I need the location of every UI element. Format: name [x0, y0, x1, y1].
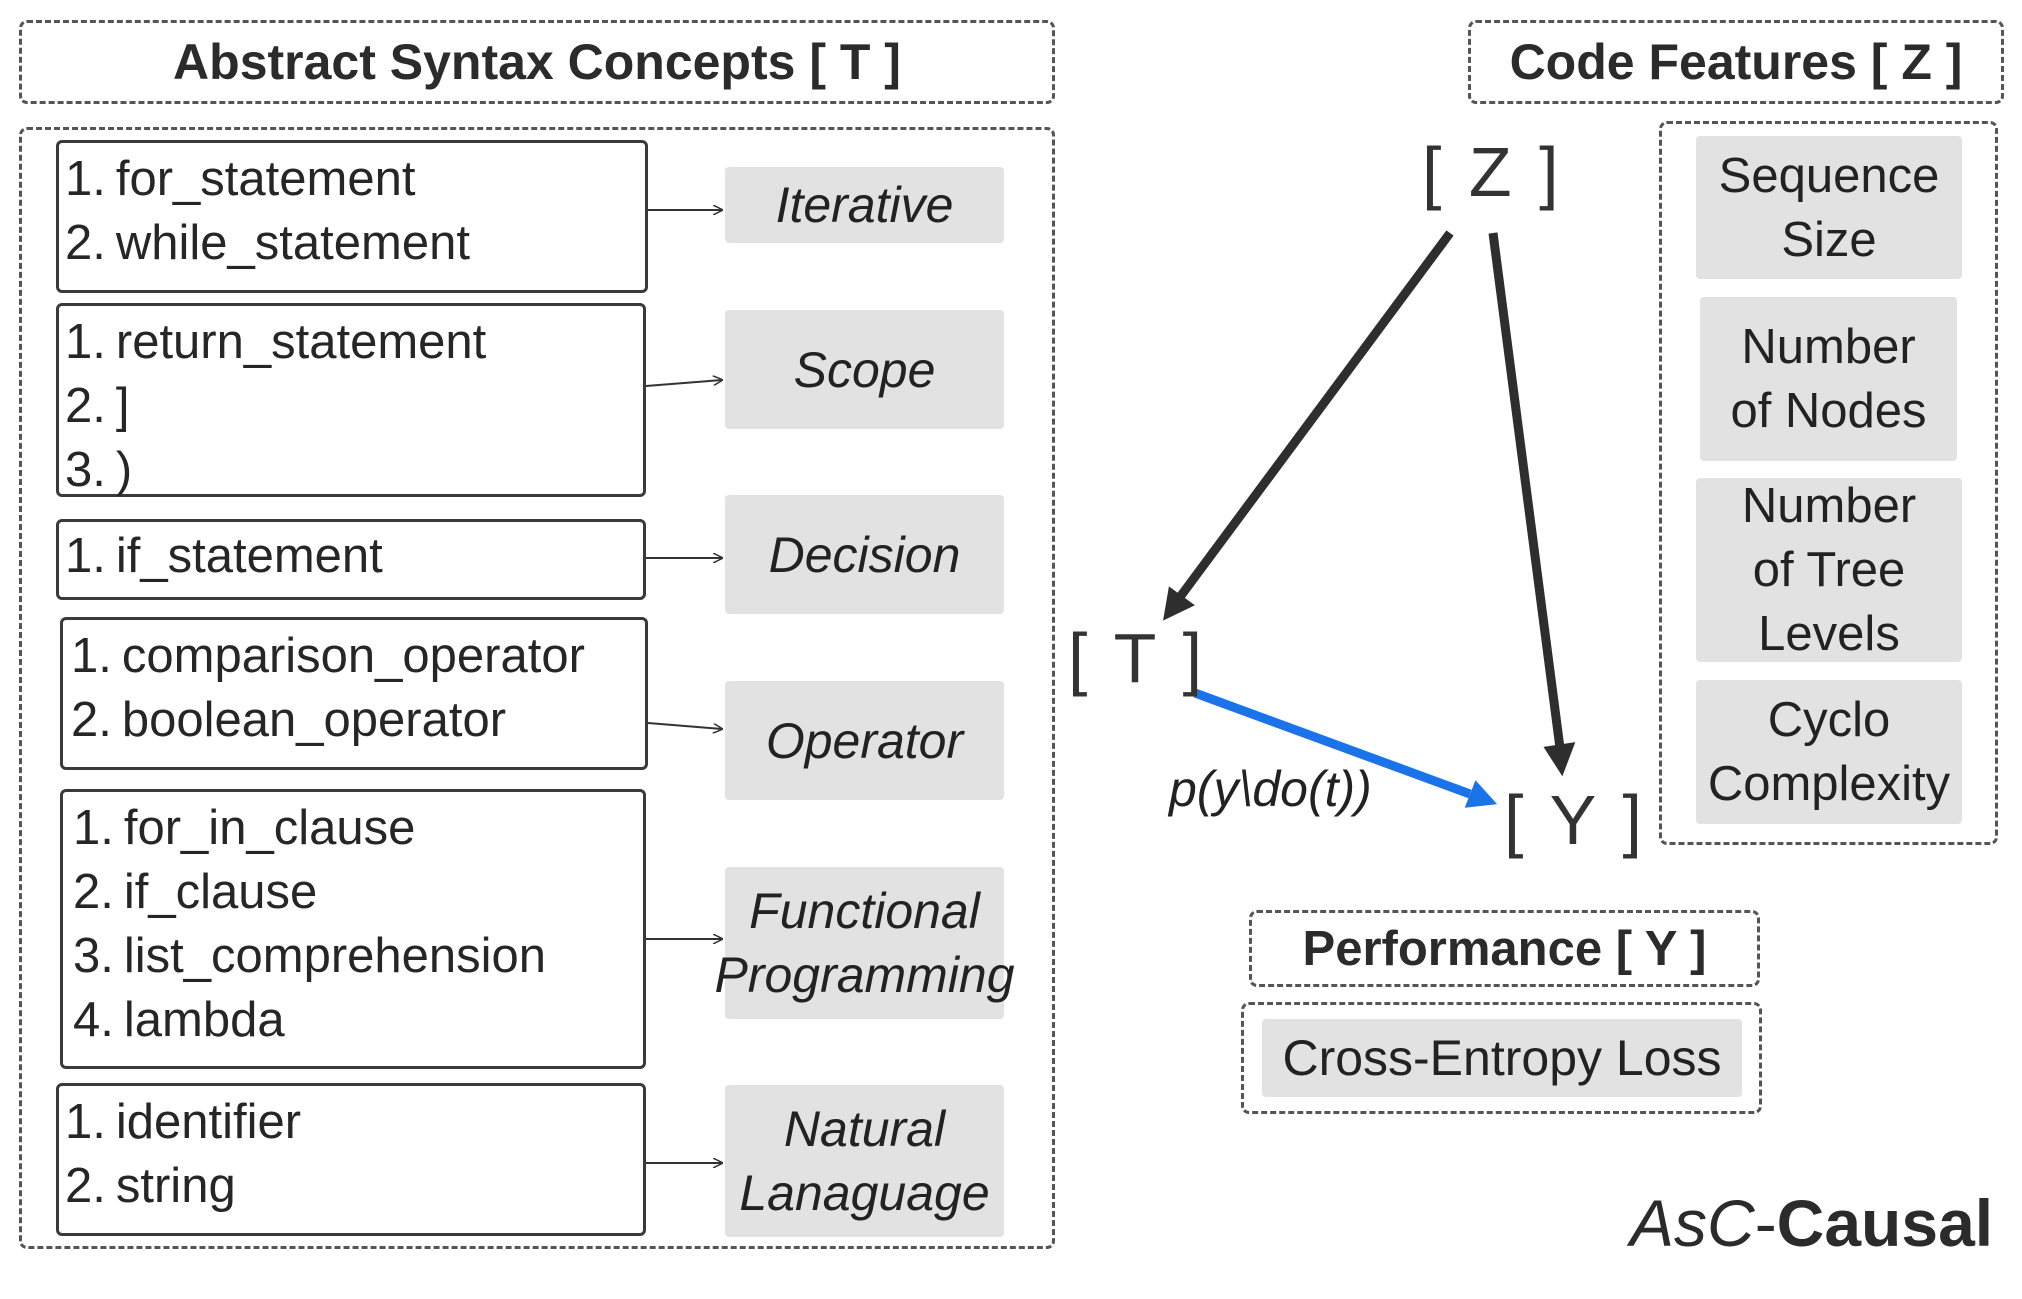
performance-metric: Cross-Entropy Loss — [1262, 1019, 1742, 1097]
brand-wordmark: AsC-Causal — [1630, 1185, 1993, 1261]
concepts-header-box — [19, 20, 1055, 104]
performance-panel — [1241, 1002, 1762, 1114]
list-item: 2.] — [65, 379, 130, 433]
features-panel — [1659, 121, 1998, 845]
list-item: 1.if_statement — [65, 529, 383, 583]
link-arrow — [645, 380, 722, 387]
edge-z-to-t — [1163, 230, 1454, 621]
concept-natural-language: Natural Lanaguage — [725, 1085, 1004, 1237]
concepts-panel — [19, 127, 1055, 1249]
feature-number-of-tree-levels: Number of Tree Levels — [1696, 478, 1962, 662]
list-item: 4.lambda — [73, 993, 285, 1047]
concept-functional-programming: Functional Programming — [714, 867, 1015, 1019]
edge-label-intervention: p(y\do(t)) — [1169, 761, 1372, 817]
ast-node-list-operator: 1.comparison_operator 2.boolean_operator — [60, 617, 648, 770]
concept-scope: Scope — [725, 310, 1004, 429]
node-t: [ T ] — [1068, 619, 1207, 697]
link-arrow — [647, 722, 722, 729]
list-item: 3.) — [65, 443, 133, 497]
node-z: [ Z ] — [1422, 133, 1563, 211]
feature-number-of-nodes: Number of Nodes — [1700, 297, 1957, 461]
brand-bold: Causal — [1776, 1186, 1994, 1260]
list-item: 1.for_statement — [65, 152, 416, 206]
ast-node-list-scope: 1.return_statement 2.] 3.) — [56, 303, 646, 497]
edge-z-to-y — [1488, 232, 1576, 777]
feature-sequence-size: Sequence Size — [1696, 136, 1962, 279]
performance-header-box — [1249, 910, 1760, 987]
concept-decision: Decision — [725, 495, 1004, 614]
concepts-header: Abstract Syntax Concepts [ T ] — [173, 34, 901, 90]
concept-link-arrows — [645, 210, 722, 1163]
concept-iterative: Iterative — [725, 167, 1004, 243]
list-item: 1.identifier — [65, 1095, 302, 1149]
list-item: 2.if_clause — [73, 865, 318, 919]
list-item: 2.while_statement — [65, 216, 470, 270]
list-item: 1.comparison_operator — [71, 629, 585, 683]
edge-t-to-y — [1193, 688, 1498, 808]
ast-node-list-natural-language: 1.identifier 2.string — [56, 1083, 646, 1236]
list-item: 1.return_statement — [65, 315, 487, 369]
list-item: 2.boolean_operator — [71, 693, 507, 747]
performance-header: Performance [ Y ] — [1302, 921, 1707, 976]
node-y: [ Y ] — [1504, 781, 1646, 859]
list-item: 3.list_comprehension — [73, 929, 547, 983]
features-header: Code Features [ Z ] — [1509, 34, 1963, 90]
features-header-box — [1468, 20, 2004, 104]
brand-italic: AsC — [1630, 1186, 1755, 1260]
concept-operator: Operator — [725, 681, 1004, 800]
feature-cyclo-complexity: Cyclo Complexity — [1696, 680, 1962, 824]
ast-node-list-functional: 1.for_in_clause 2.if_clause 3.list_compr… — [60, 789, 646, 1069]
brand-separator: - — [1754, 1186, 1777, 1260]
ast-node-list-iterative: 1.for_statement 2.while_statement — [56, 140, 648, 293]
ast-node-list-decision: 1.if_statement — [56, 519, 646, 600]
list-item: 1.for_in_clause — [73, 801, 416, 855]
list-item: 2.string — [65, 1159, 236, 1213]
